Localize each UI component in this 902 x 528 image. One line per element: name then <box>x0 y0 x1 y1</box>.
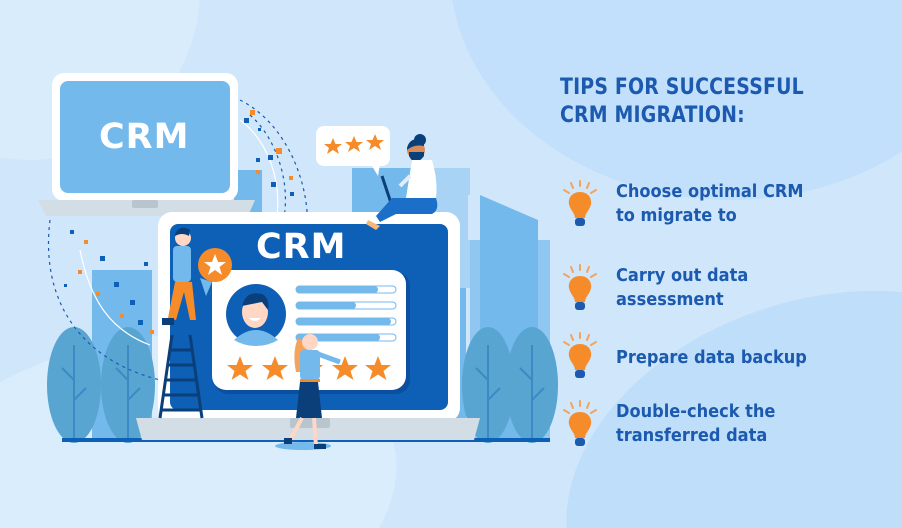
tip-item-data-assessment: Carry out data assessment <box>560 264 763 314</box>
tip-text-line2: assessment <box>616 289 724 310</box>
tips-title-line1: TIPS FOR SUCCESSFUL <box>560 75 804 100</box>
lightbulb-icon <box>563 264 597 310</box>
tip-item-data-backup: Prepare data backup <box>560 332 828 382</box>
speech-bubble <box>316 126 390 176</box>
lightbulb-icon <box>563 332 597 378</box>
lightbulb-icon <box>563 180 597 226</box>
front-laptop-screen-label: CRM <box>256 227 347 267</box>
tip-item-choose-crm: Choose optimal CRM to migrate to <box>560 180 824 230</box>
tip-item-double-check: Double-check the transferred data <box>560 400 793 450</box>
tip-text-line2: to migrate to <box>616 205 737 226</box>
tip-text-line1: Prepare data backup <box>616 347 807 368</box>
tip-text-line1: Double-check the <box>616 401 776 422</box>
crm-migration-illustration <box>38 73 558 450</box>
man-with-laptop <box>366 134 438 230</box>
tip-text-line1: Choose optimal CRM <box>616 181 804 202</box>
tip-text-line1: Carry out data <box>616 265 749 286</box>
lightbulb-icon <box>563 400 597 446</box>
tip-text-line2: transferred data <box>616 425 768 446</box>
tips-panel: TIPS FOR SUCCESSFUL CRM MIGRATION: <box>560 74 890 130</box>
back-laptop <box>38 73 255 216</box>
back-laptop-screen-label: CRM <box>99 117 190 157</box>
woman-figure <box>275 334 341 450</box>
ladder <box>158 334 204 419</box>
tips-title-line2: CRM MIGRATION: <box>560 103 745 128</box>
data-pixels <box>64 110 294 334</box>
data-transfer-arcs <box>47 99 309 381</box>
progress-bars <box>295 285 397 342</box>
front-laptop <box>136 212 480 440</box>
man-on-ladder <box>162 227 232 325</box>
